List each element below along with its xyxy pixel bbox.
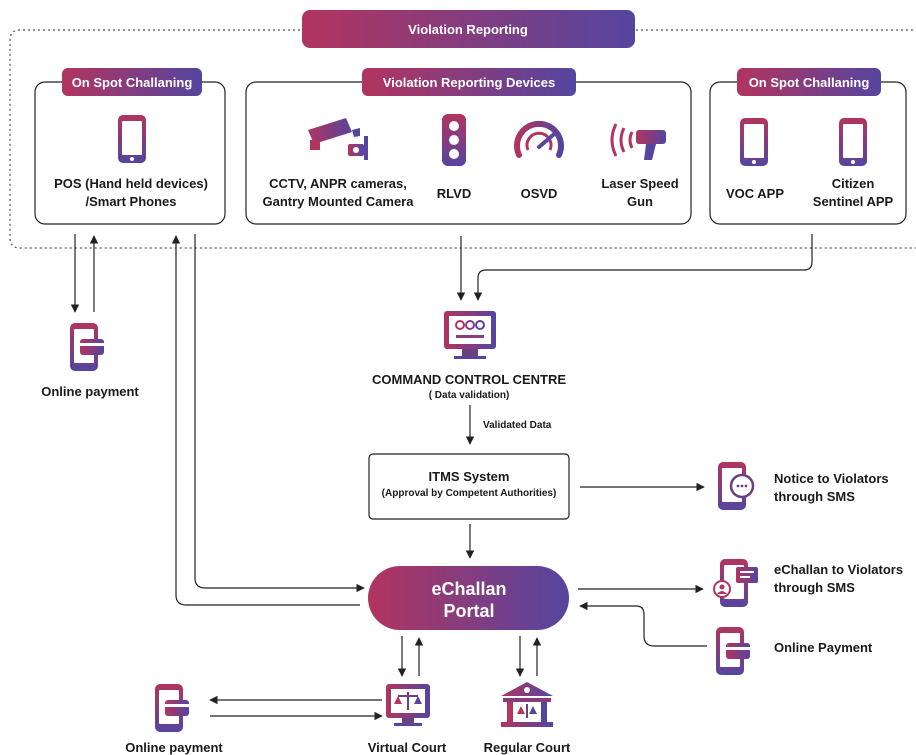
smartphone-icon <box>740 118 768 166</box>
smartphone-icon <box>839 118 867 166</box>
banner-label: Violation Reporting <box>408 22 528 37</box>
echallan-sms-line2: through SMS <box>774 580 855 595</box>
ccc-subtitle: ( Data validation) <box>429 390 510 401</box>
citizen-label-line2: Sentinel APP <box>813 194 894 209</box>
speed-gun-icon <box>610 123 666 160</box>
courthouse-icon <box>501 682 553 727</box>
portal-line1: eChallan <box>431 579 506 599</box>
pos-label-line2: /Smart Phones <box>85 194 176 209</box>
sms-chat-phone-icon <box>718 462 755 510</box>
laser-gun-label-line2: Gun <box>627 194 653 209</box>
arrow-payment-to-portal <box>579 601 707 647</box>
violation-reporting-banner: Violation Reporting <box>302 10 635 48</box>
arrow-portal-to-pos <box>171 235 360 606</box>
voc-app-label: VOC APP <box>726 186 784 201</box>
laser-gun-label-line1: Laser Speed <box>601 176 678 191</box>
cctv-label-line1: CCTV, ANPR cameras, <box>269 176 407 191</box>
reporting-region-border <box>9 29 916 249</box>
online-payment-icon <box>155 684 189 732</box>
left-group-title: On Spot Challaning <box>72 75 193 90</box>
itms-subtitle: (Approval by Competent Authorities) <box>382 488 557 499</box>
speedometer-icon <box>514 120 564 158</box>
echallan-sms-line1: eChallan to Violators <box>774 562 903 577</box>
center-group-title: Violation Reporting Devices <box>383 75 555 90</box>
portal-line2: Portal <box>443 601 494 621</box>
itms-title: ITMS System <box>429 469 510 484</box>
pos-label-line1: POS (Hand held devices) <box>54 176 208 191</box>
left-group: On Spot Challaning POS (Hand held device… <box>34 68 226 225</box>
notice-line1: Notice to Violators <box>774 471 889 486</box>
online-payment-icon <box>716 627 750 675</box>
arrow-pos-to-portal <box>194 234 365 593</box>
cctv-label-line2: Gantry Mounted Camera <box>263 194 415 209</box>
echallan-portal: eChallan Portal <box>368 566 569 630</box>
center-group: Violation Reporting Devices CCTV, ANPR c… <box>245 68 692 225</box>
phone-message-user-icon <box>713 559 758 607</box>
virtual-court-icon <box>386 684 430 726</box>
online-payment-left-label: Online payment <box>41 384 139 399</box>
online-payment-bottom-label: Online payment <box>125 740 223 755</box>
rlvd-label: RLVD <box>437 186 471 201</box>
traffic-light-icon <box>442 114 466 166</box>
validated-data-label: Validated Data <box>483 420 552 431</box>
right-group-title: On Spot Challaning <box>749 75 870 90</box>
virtual-court-label: Virtual Court <box>368 740 447 755</box>
smartphone-icon <box>118 115 146 163</box>
right-group: On Spot Challaning VOC APP Citizen Senti… <box>709 68 907 225</box>
citizen-label-line1: Citizen <box>832 176 875 191</box>
monitor-dashboard-icon <box>444 311 496 359</box>
itms-box: ITMS System (Approval by Competent Autho… <box>368 453 570 520</box>
arrow-apps-to-ccc <box>473 234 813 301</box>
cctv-camera-icon <box>308 118 368 160</box>
osvd-label: OSVD <box>521 186 558 201</box>
online-payment-icon <box>70 323 104 371</box>
ccc-title: COMMAND CONTROL CENTRE <box>372 372 566 387</box>
online-payment-right-label: Online Payment <box>774 640 873 655</box>
regular-court-label: Regular Court <box>484 740 571 755</box>
notice-line2: through SMS <box>774 489 855 504</box>
